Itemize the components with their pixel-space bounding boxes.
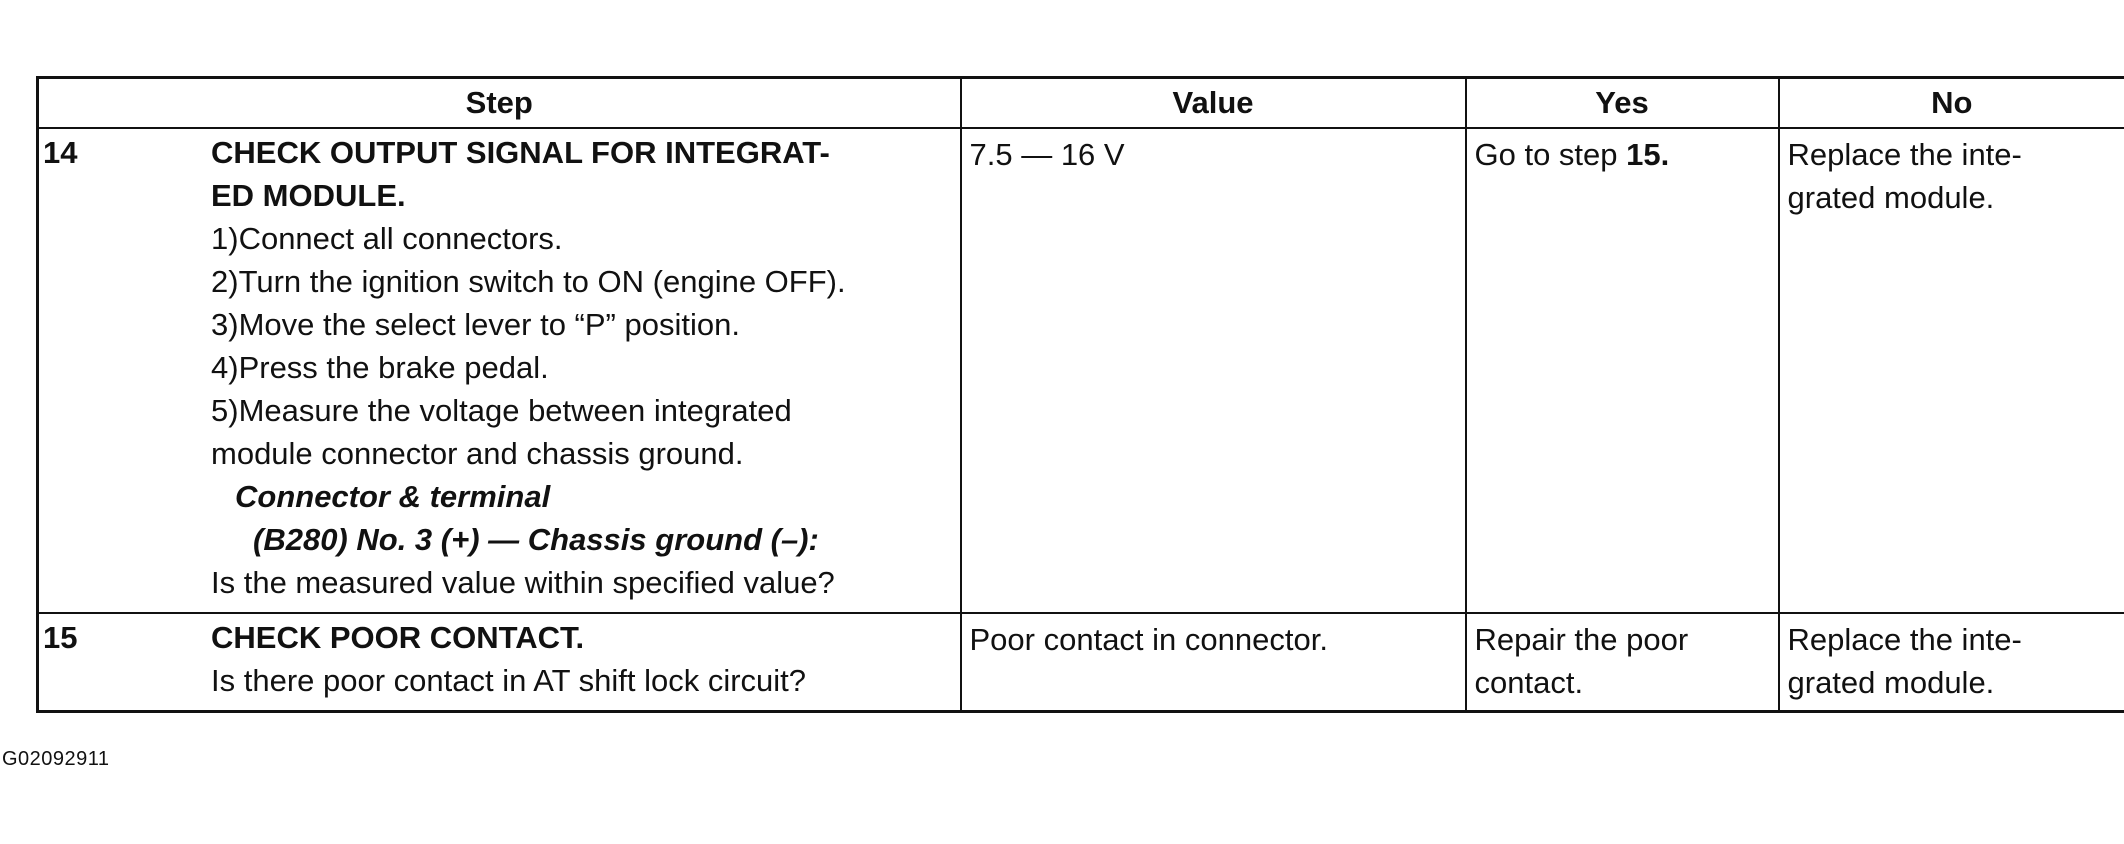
table-row-step-14: 14 CHECK OUTPUT SIGNAL FOR INTEGRAT- ED … bbox=[36, 127, 2124, 614]
step-body: CHECK POOR CONTACT. Is there poor contac… bbox=[211, 614, 960, 710]
yes-line-1: Repair the poor bbox=[1474, 622, 1689, 657]
value-cell-15: Poor contact in connector. bbox=[959, 612, 1467, 713]
step-cell-15: 15 CHECK POOR CONTACT. Is there poor con… bbox=[36, 612, 962, 713]
no-cell-15: Replace the inte- grated module. bbox=[1777, 612, 2124, 713]
yes-cell-14: Go to step 15. bbox=[1464, 127, 1780, 614]
no-line-2: grated module. bbox=[1787, 180, 1995, 215]
instruction-2: 2)Turn the ignition switch to ON (engine… bbox=[211, 264, 846, 299]
yes-prefix: Go to step bbox=[1474, 137, 1627, 172]
spec-label: Connector & terminal bbox=[235, 479, 551, 514]
header-value: Value bbox=[959, 76, 1467, 129]
table-row-step-15: 15 CHECK POOR CONTACT. Is there poor con… bbox=[36, 612, 2124, 713]
step-cell-14: 14 CHECK OUTPUT SIGNAL FOR INTEGRAT- ED … bbox=[36, 127, 962, 614]
header-step: Step bbox=[36, 76, 962, 129]
instruction-5-continued: module connector and chassis ground. bbox=[211, 436, 744, 471]
step-title-line-1: CHECK OUTPUT SIGNAL FOR INTEGRAT- bbox=[211, 135, 830, 170]
header-no: No bbox=[1777, 76, 2124, 129]
no-line-2: grated module. bbox=[1787, 665, 1995, 700]
step-title-line-2: ED MODULE. bbox=[211, 178, 406, 213]
instruction-1: 1)Connect all connectors. bbox=[211, 221, 563, 256]
diagnostic-table: Step Value Yes No 14 CHECK OUTPUT SIGNAL… bbox=[36, 76, 2124, 713]
spec-value: (B280) No. 3 (+) — Chassis ground (–): bbox=[253, 522, 819, 557]
step-body: CHECK OUTPUT SIGNAL FOR INTEGRAT- ED MOD… bbox=[211, 129, 960, 612]
step-title: CHECK POOR CONTACT. bbox=[211, 620, 585, 655]
value-cell-14: 7.5 — 16 V bbox=[959, 127, 1467, 614]
table-header-row: Step Value Yes No bbox=[36, 76, 2124, 129]
step-question: Is the measured value within specified v… bbox=[211, 565, 835, 600]
instruction-4: 4)Press the brake pedal. bbox=[211, 350, 549, 385]
yes-step-ref: 15. bbox=[1626, 137, 1670, 172]
step-number: 14 bbox=[43, 135, 78, 170]
yes-cell-15: Repair the poor contact. bbox=[1464, 612, 1780, 713]
figure-code: G02092911 bbox=[2, 748, 110, 770]
yes-line-2: contact. bbox=[1474, 665, 1584, 700]
instruction-3: 3)Move the select lever to “P” position. bbox=[211, 307, 740, 342]
header-yes: Yes bbox=[1464, 76, 1780, 129]
no-line-1: Replace the inte- bbox=[1787, 622, 2022, 657]
step-question: Is there poor contact in AT shift lock c… bbox=[211, 663, 807, 698]
no-line-1: Replace the inte- bbox=[1787, 137, 2022, 172]
instruction-5: 5)Measure the voltage between integrated bbox=[211, 393, 792, 428]
step-number: 15 bbox=[43, 620, 78, 655]
no-cell-14: Replace the inte- grated module. bbox=[1777, 127, 2124, 614]
